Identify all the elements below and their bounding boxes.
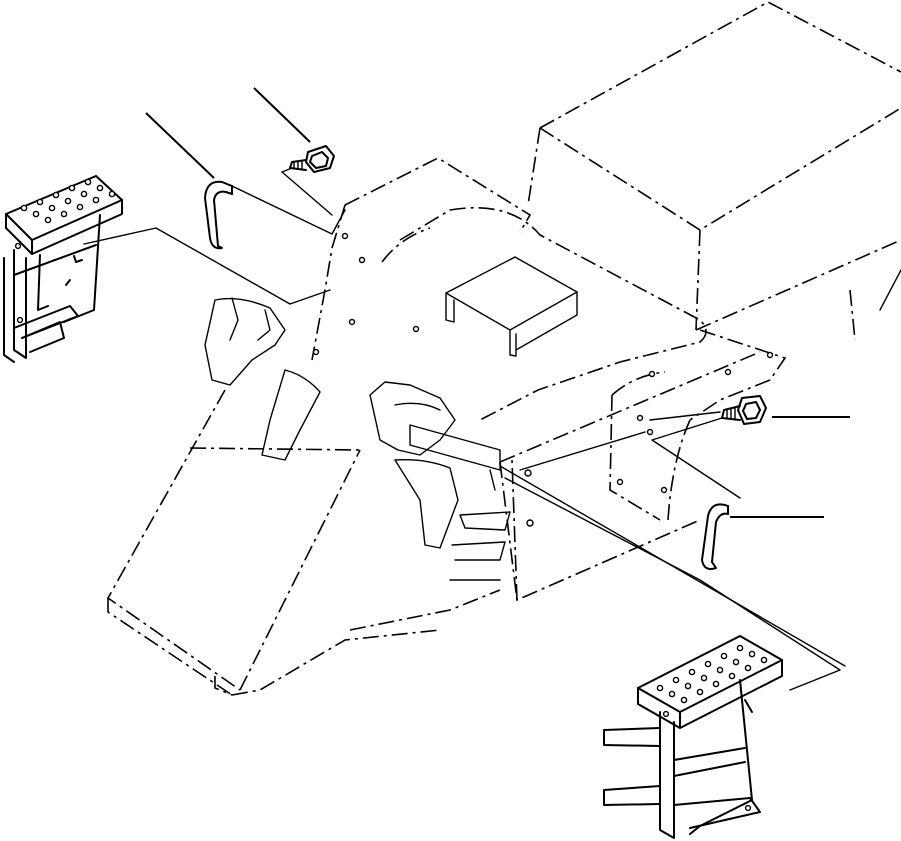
bolt-left bbox=[289, 145, 335, 173]
engine-area bbox=[204, 297, 511, 581]
step-left bbox=[3, 175, 123, 363]
installation-lines bbox=[83, 167, 846, 691]
bolt-right bbox=[721, 395, 767, 425]
step-right bbox=[603, 635, 783, 839]
deck-cover bbox=[445, 256, 578, 357]
leader-lines bbox=[145, 87, 850, 518]
handrail-right bbox=[701, 503, 729, 570]
leader-bolt-left bbox=[253, 87, 311, 143]
frame-phantom bbox=[106, 157, 787, 696]
leader-handrail-left bbox=[145, 112, 215, 179]
handrail-left bbox=[204, 180, 233, 250]
cab-phantom bbox=[527, 1, 901, 341]
